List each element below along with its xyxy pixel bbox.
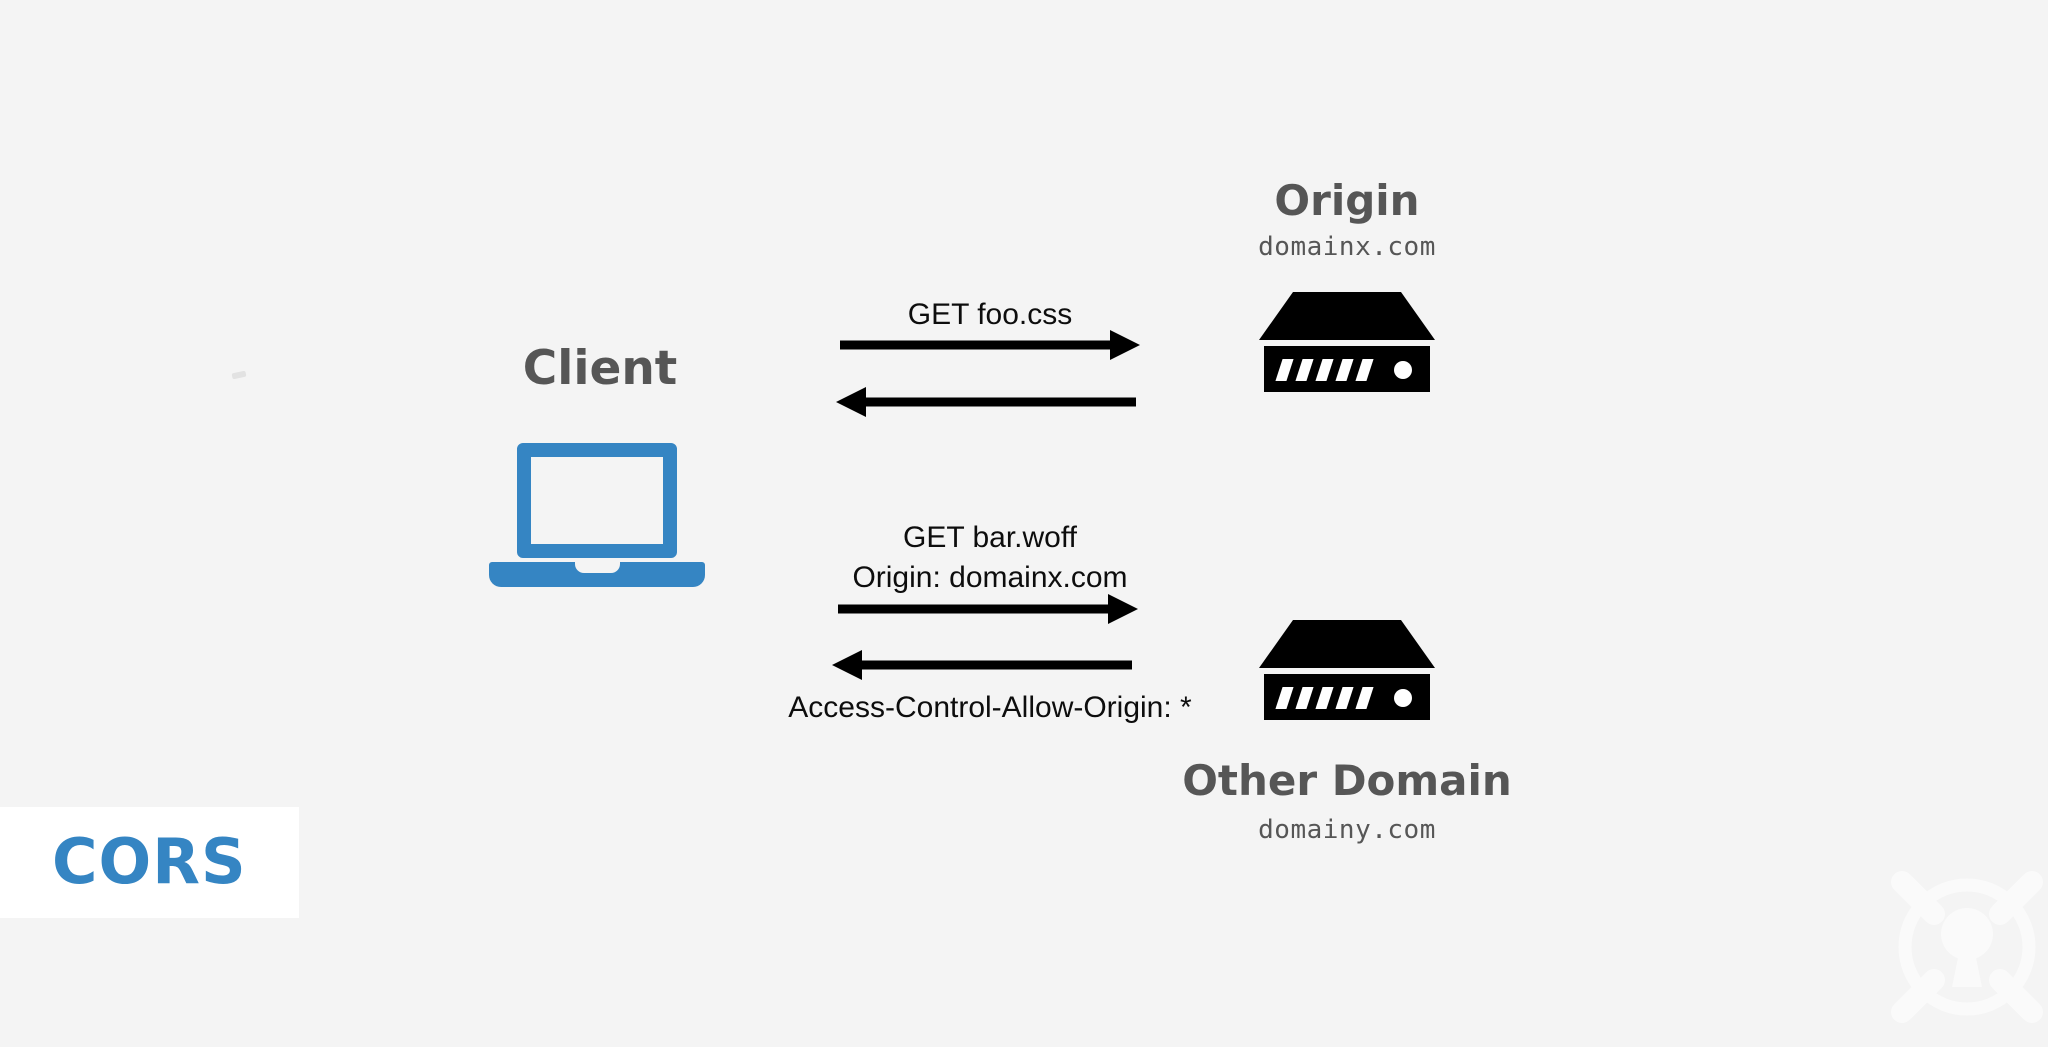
server-top-shell bbox=[1259, 292, 1435, 340]
server-icon bbox=[1259, 620, 1435, 720]
other-domain-subtitle: domainy.com bbox=[1258, 815, 1436, 845]
server-vent-4 bbox=[1335, 687, 1354, 709]
server-vent-2 bbox=[1295, 359, 1314, 381]
flow-label-line-2: Origin: domainx.com bbox=[852, 560, 1128, 594]
arrow-left-icon bbox=[836, 385, 1136, 419]
laptop-screen bbox=[517, 443, 677, 558]
server-icon bbox=[1259, 292, 1435, 392]
server-body bbox=[1264, 674, 1430, 720]
arrow-right-icon bbox=[840, 328, 1140, 362]
server-top-shell bbox=[1259, 620, 1435, 668]
origin-title: Origin bbox=[1274, 176, 1420, 225]
keyhole-lock-icon bbox=[1872, 852, 2048, 1042]
stray-artifact bbox=[231, 370, 247, 380]
server-vent-4 bbox=[1335, 359, 1354, 381]
cors-badge: CORS bbox=[0, 807, 299, 918]
arrow-right-icon bbox=[838, 592, 1138, 626]
server-vent-3 bbox=[1315, 687, 1334, 709]
flow-label-same-origin-request: GET foo.css bbox=[907, 298, 1073, 331]
arrow-left-icon bbox=[832, 648, 1132, 682]
laptop-icon bbox=[489, 443, 705, 593]
server-led-icon bbox=[1394, 689, 1412, 707]
server-vent-1 bbox=[1275, 687, 1294, 709]
flow-label-line-1: GET bar.woff bbox=[903, 521, 1077, 554]
flow-label-cross-origin-response: Access-Control-Allow-Origin: * bbox=[788, 691, 1192, 724]
server-vent-2 bbox=[1295, 687, 1314, 709]
server-vent-5 bbox=[1355, 687, 1374, 709]
server-vent-3 bbox=[1315, 359, 1334, 381]
server-vent-1 bbox=[1275, 359, 1294, 381]
other-domain-title: Other Domain bbox=[1182, 756, 1512, 805]
laptop-notch bbox=[575, 562, 620, 573]
server-led-icon bbox=[1394, 361, 1412, 379]
diagram-canvas: Client Origin domainx.com bbox=[0, 176, 1512, 918]
cors-badge-label: CORS bbox=[52, 825, 247, 898]
client-title: Client bbox=[522, 341, 678, 396]
server-vent-5 bbox=[1355, 359, 1374, 381]
server-body bbox=[1264, 346, 1430, 392]
origin-subtitle: domainx.com bbox=[1258, 232, 1436, 262]
flow-label-cross-origin-request: GET bar.woff Origin: domainx.com bbox=[760, 518, 1220, 597]
